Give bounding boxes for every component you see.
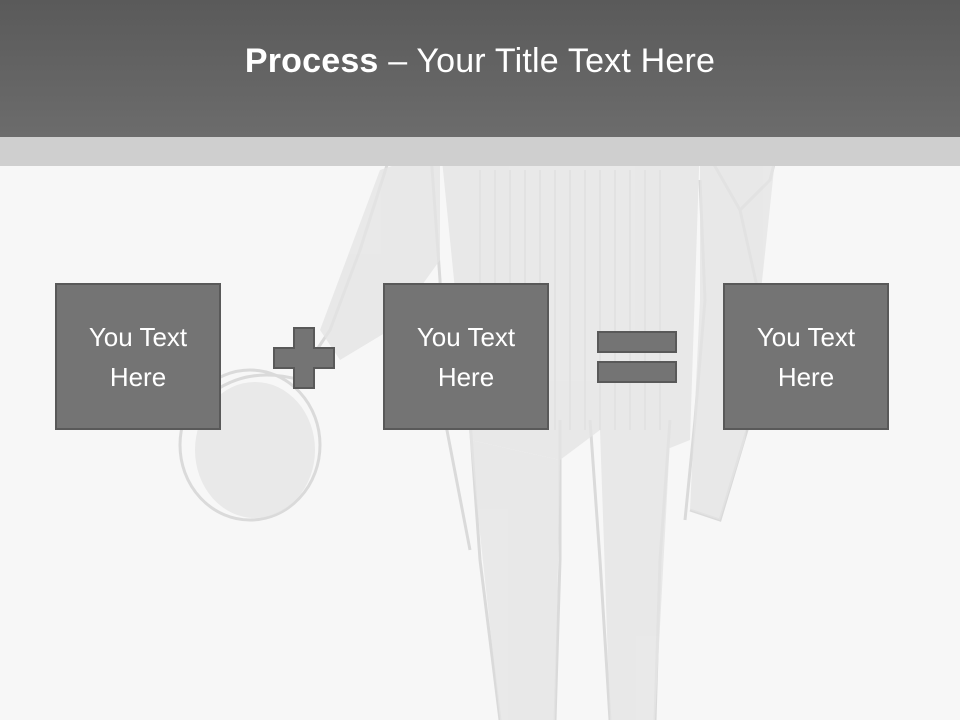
process-box-3: You Text Here bbox=[723, 283, 889, 430]
equals-icon bbox=[597, 331, 677, 383]
process-box-1-text: You Text Here bbox=[88, 321, 188, 392]
process-box-2-text: You Text Here bbox=[416, 321, 516, 392]
title-rest-part: – Your Title Text Here bbox=[378, 42, 716, 80]
slide-title: Process – Your Title Text Here bbox=[245, 42, 715, 95]
title-bar: Process – Your Title Text Here bbox=[0, 0, 960, 137]
plus-icon bbox=[273, 327, 335, 389]
process-box-2: You Text Here bbox=[383, 283, 549, 430]
process-box-1: You Text Here bbox=[55, 283, 221, 430]
process-box-3-text: You Text Here bbox=[756, 321, 856, 392]
title-underline-band bbox=[0, 137, 960, 166]
title-bold-part: Process bbox=[244, 42, 379, 80]
